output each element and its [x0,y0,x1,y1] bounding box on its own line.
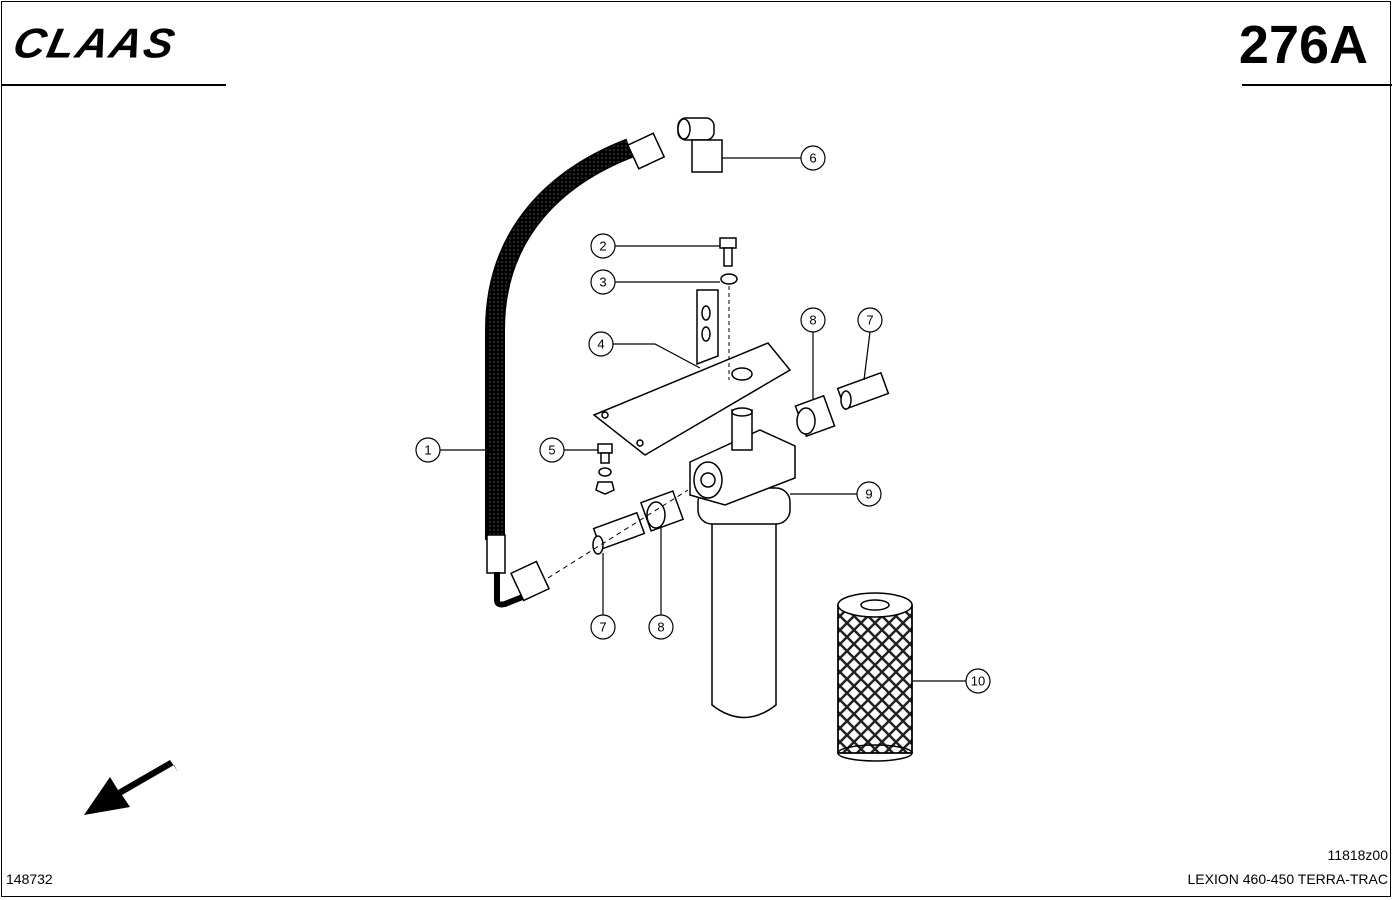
svg-text:3: 3 [599,275,606,290]
header-rule [1,84,226,86]
elbow-fitting-part-6 [677,117,723,173]
svg-text:4: 4 [597,337,604,352]
hose-part-1 [485,132,666,608]
svg-text:5: 5 [548,443,555,458]
filter-housing-part-9 [689,407,796,719]
callout-10[interactable]: 10 [965,668,991,694]
leader-lines [440,157,966,682]
washer-part-3 [720,273,738,285]
filter-element-part-10 [837,592,913,762]
adapter-part-8-lower [639,490,685,532]
page-number: 276A [1238,15,1368,75]
callout-2[interactable]: 2 [590,233,616,259]
svg-text:1: 1 [424,443,431,458]
callout-1[interactable]: 1 [415,437,441,463]
drawing-number: 148732 [6,871,53,887]
callout-8-upper[interactable]: 8 [800,307,826,333]
reference-code: 11818z00 [1327,847,1388,863]
direction-arrow-icon [84,760,178,815]
callout-4[interactable]: 4 [588,331,614,357]
svg-text:8: 8 [809,313,816,328]
callout-8-lower[interactable]: 8 [648,614,674,640]
callout-6[interactable]: 6 [800,145,826,171]
callout-7-lower[interactable]: 7 [590,614,616,640]
callout-3[interactable]: 3 [590,269,616,295]
svg-text:9: 9 [865,487,872,502]
svg-text:7: 7 [866,313,873,328]
callout-9[interactable]: 9 [856,481,882,507]
model-name: LEXION 460-450 TERRA-TRAC [1187,871,1388,887]
adapter-part-7-lower [592,511,646,555]
bracket-part-4 [592,289,792,456]
svg-text:7: 7 [599,620,606,635]
header-rule-right [1242,84,1392,86]
callout-5[interactable]: 5 [539,437,565,463]
bolt-part-5 [595,443,615,495]
svg-text:8: 8 [657,620,664,635]
svg-text:6: 6 [809,151,816,166]
svg-text:2: 2 [599,239,606,254]
adapter-part-7-upper [836,371,890,411]
svg-text:10: 10 [971,674,985,689]
adapter-part-8-upper [794,394,836,438]
callout-7-upper[interactable]: 7 [857,307,883,333]
bolt-part-2 [719,237,737,267]
